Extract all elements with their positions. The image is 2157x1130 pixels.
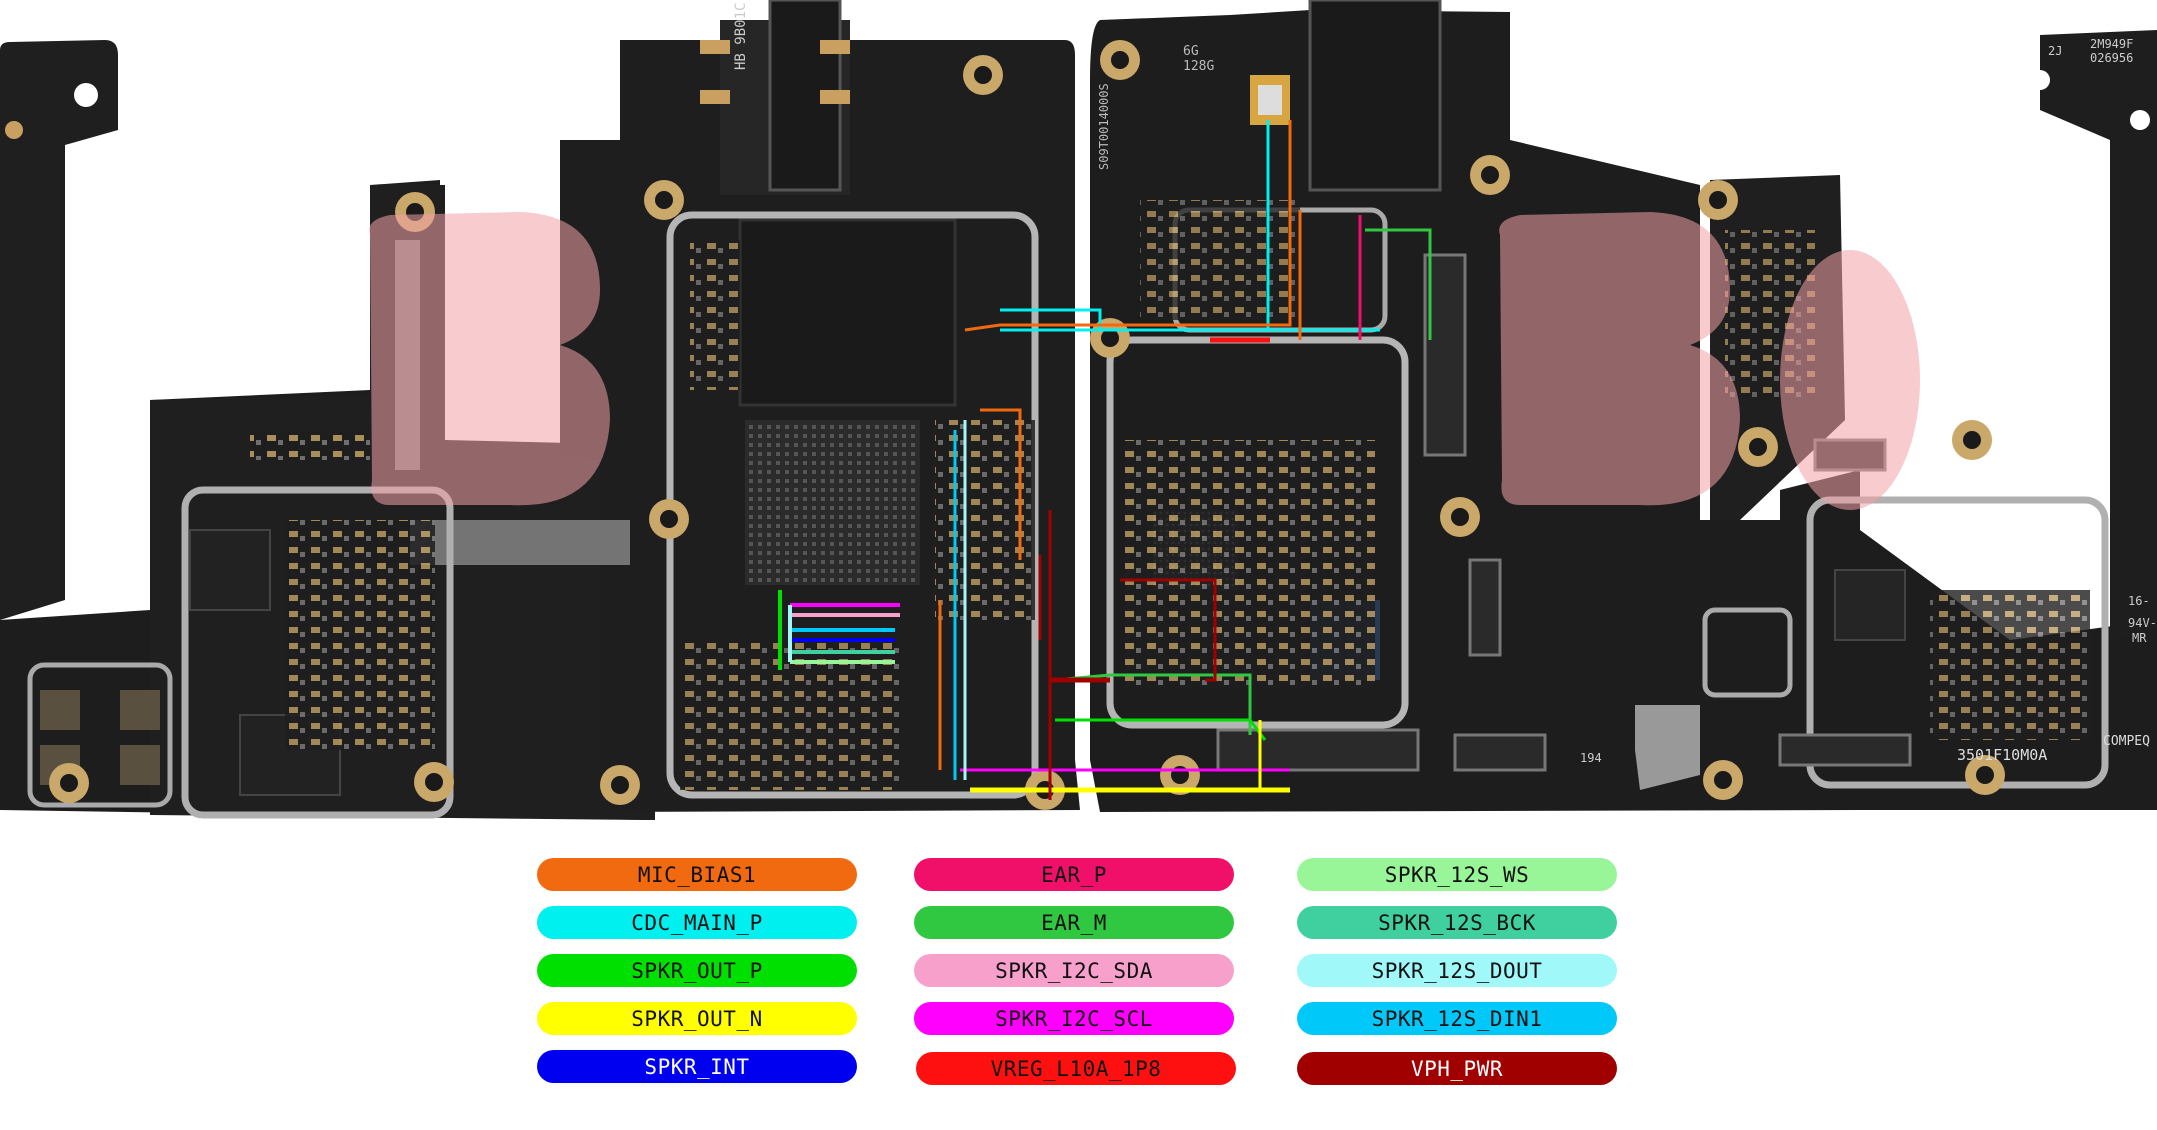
legend-label: SPKR_12S_DOUT [1371,958,1543,983]
legend-pill-mic-bias1: MIC_BIAS1 [537,858,857,891]
legend-pill-spkr-12s-din1: SPKR_12S_DIN1 [1297,1002,1617,1035]
legend-label: EAR_M [1041,910,1107,935]
code3-silk: 2J [2048,44,2062,58]
f194-silk: 194 [1580,751,1602,765]
serial-silk: S09T0014000S [1097,83,1111,170]
legend-label: EAR_P [1041,862,1107,887]
code-silk: 2M949F [2090,37,2133,51]
legend-pill-spkr-out-p: SPKR_OUT_P [537,954,857,987]
legend-pill-ear-p: EAR_P [914,858,1234,891]
legend-pill-spkr-i2c-sda: SPKR_I2C_SDA [914,954,1234,987]
legend-label: VPH_PWR [1410,1056,1503,1081]
legend: MIC_BIAS1 CDC_MAIN_P SPKR_OUT_P SPKR_OUT… [0,858,2157,1098]
legend-pill-cdc-main-p: CDC_MAIN_P [537,906,857,939]
pcb-board-photo: HB 9B01C [0,0,2157,820]
legend-label: SPKR_OUT_N [631,1006,763,1031]
legend-label: SPKR_I2C_SDA [995,958,1153,983]
legend-pill-spkr-i2c-scl: SPKR_I2C_SCL [914,1002,1234,1035]
legend-label: VREG_L10A_1P8 [990,1056,1162,1081]
legend-pill-spkr-12s-ws: SPKR_12S_WS [1297,858,1617,891]
signal-traces [778,120,1432,800]
legend-pill-spkr-12s-dout: SPKR_12S_DOUT [1297,954,1617,987]
legend-pill-vph-pwr: VPH_PWR [1297,1052,1617,1085]
legend-label: SPKR_INT [644,1054,750,1079]
legend-pill-spkr-int: SPKR_INT [537,1050,857,1083]
legend-pill-ear-m: EAR_M [914,906,1234,939]
legend-pill-spkr-12s-bck: SPKR_12S_BCK [1297,906,1617,939]
board-number-silk: 3501F10M0A [1957,746,2047,764]
legend-label: SPKR_I2C_SCL [995,1006,1153,1031]
mem2-silk: 128G [1183,59,1214,74]
code2-silk: 026956 [2090,51,2133,65]
legend-label: SPKR_OUT_P [631,958,763,983]
legend-label: CDC_MAIN_P [631,910,763,935]
legend-label: SPKR_12S_WS [1384,862,1530,887]
watermark-logo [369,212,1920,510]
mem-silk: 6G [1183,44,1199,59]
legend-pill-vreg-l10a-1p8: VREG_L10A_1P8 [916,1052,1236,1085]
legend-pill-spkr-out-n: SPKR_OUT_N [537,1002,857,1035]
mark16-silk: 16- [2128,594,2150,608]
legend-label: SPKR_12S_BCK [1378,910,1536,935]
mark94-silk: 94V- [2128,616,2157,630]
legend-label: MIC_BIAS1 [637,862,757,887]
markmr-silk: MR [2132,631,2147,645]
compeq-silk: COMPEQ [2103,734,2150,749]
legend-label: SPKR_12S_DIN1 [1371,1006,1543,1031]
left-model-silk: HB 9B01C [733,3,749,70]
